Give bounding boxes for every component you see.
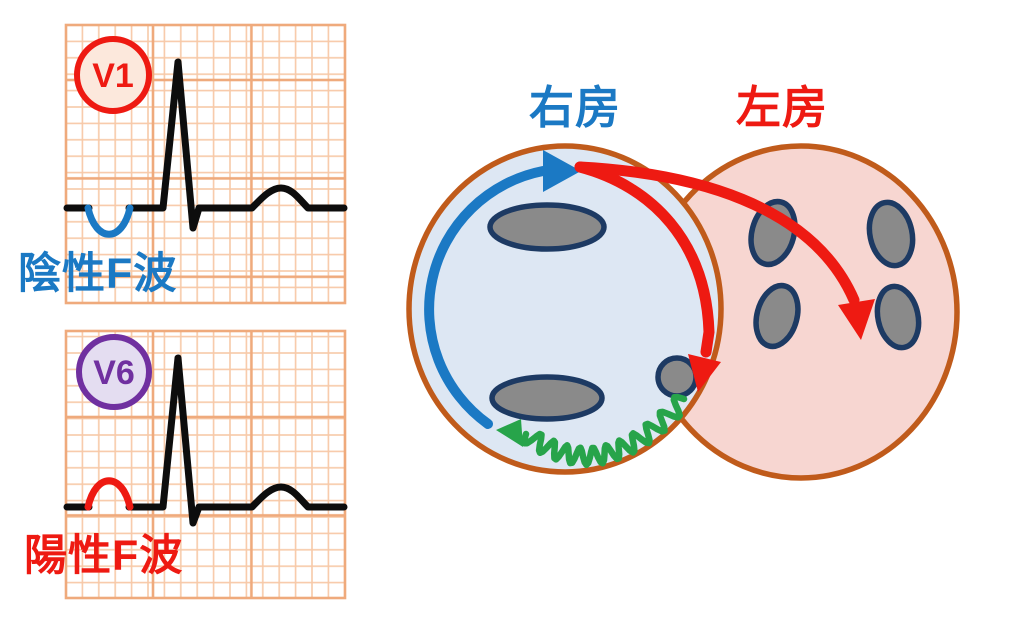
circuit-ascending-arrow <box>424 166 548 429</box>
lead-badge-v1 <box>74 36 152 114</box>
pulmonary-vein-lower-left <box>753 282 801 350</box>
slow-conduction-arrowhead-icon <box>496 419 523 447</box>
label-right-atrium: 右房 <box>529 82 622 133</box>
atria-diagram <box>406 143 960 481</box>
left-atrium-spread-arrow <box>574 161 860 306</box>
ecg-grid-border-v6 <box>64 329 347 600</box>
lead-badge-v6 <box>76 334 152 410</box>
coronary-sinus-opening <box>655 355 699 399</box>
slow-conduction-zigzag <box>521 393 688 469</box>
pulmonary-vein-lower-right <box>874 283 922 351</box>
svc-opening <box>487 202 607 252</box>
ecg-panel-v1: V1 <box>63 23 348 305</box>
circuit-ascending-arrowhead-icon <box>543 150 581 192</box>
negative-f-wave <box>84 204 134 238</box>
ivc-opening <box>489 374 605 422</box>
circuit-descending-arrowhead-icon <box>688 354 721 392</box>
caption-negative-f-wave: 陰性F波 <box>18 250 178 298</box>
pulmonary-vein-upper-right <box>866 199 916 269</box>
circuit-descending-arrow <box>574 161 715 358</box>
positive-f-wave <box>84 477 134 511</box>
right-atrium-body <box>406 143 724 475</box>
lead-badge-v1-label: V1 <box>92 57 134 95</box>
left-atrium-spread-arrowhead-icon <box>838 299 875 340</box>
ecg-panel-v6: V6 <box>63 329 348 600</box>
ecg-grid-border-v1 <box>64 23 347 305</box>
lead-badge-v6-label: V6 <box>93 354 135 392</box>
label-left-atrium: 左房 <box>736 82 829 133</box>
caption-positive-f-wave: 陽性F波 <box>24 532 184 580</box>
